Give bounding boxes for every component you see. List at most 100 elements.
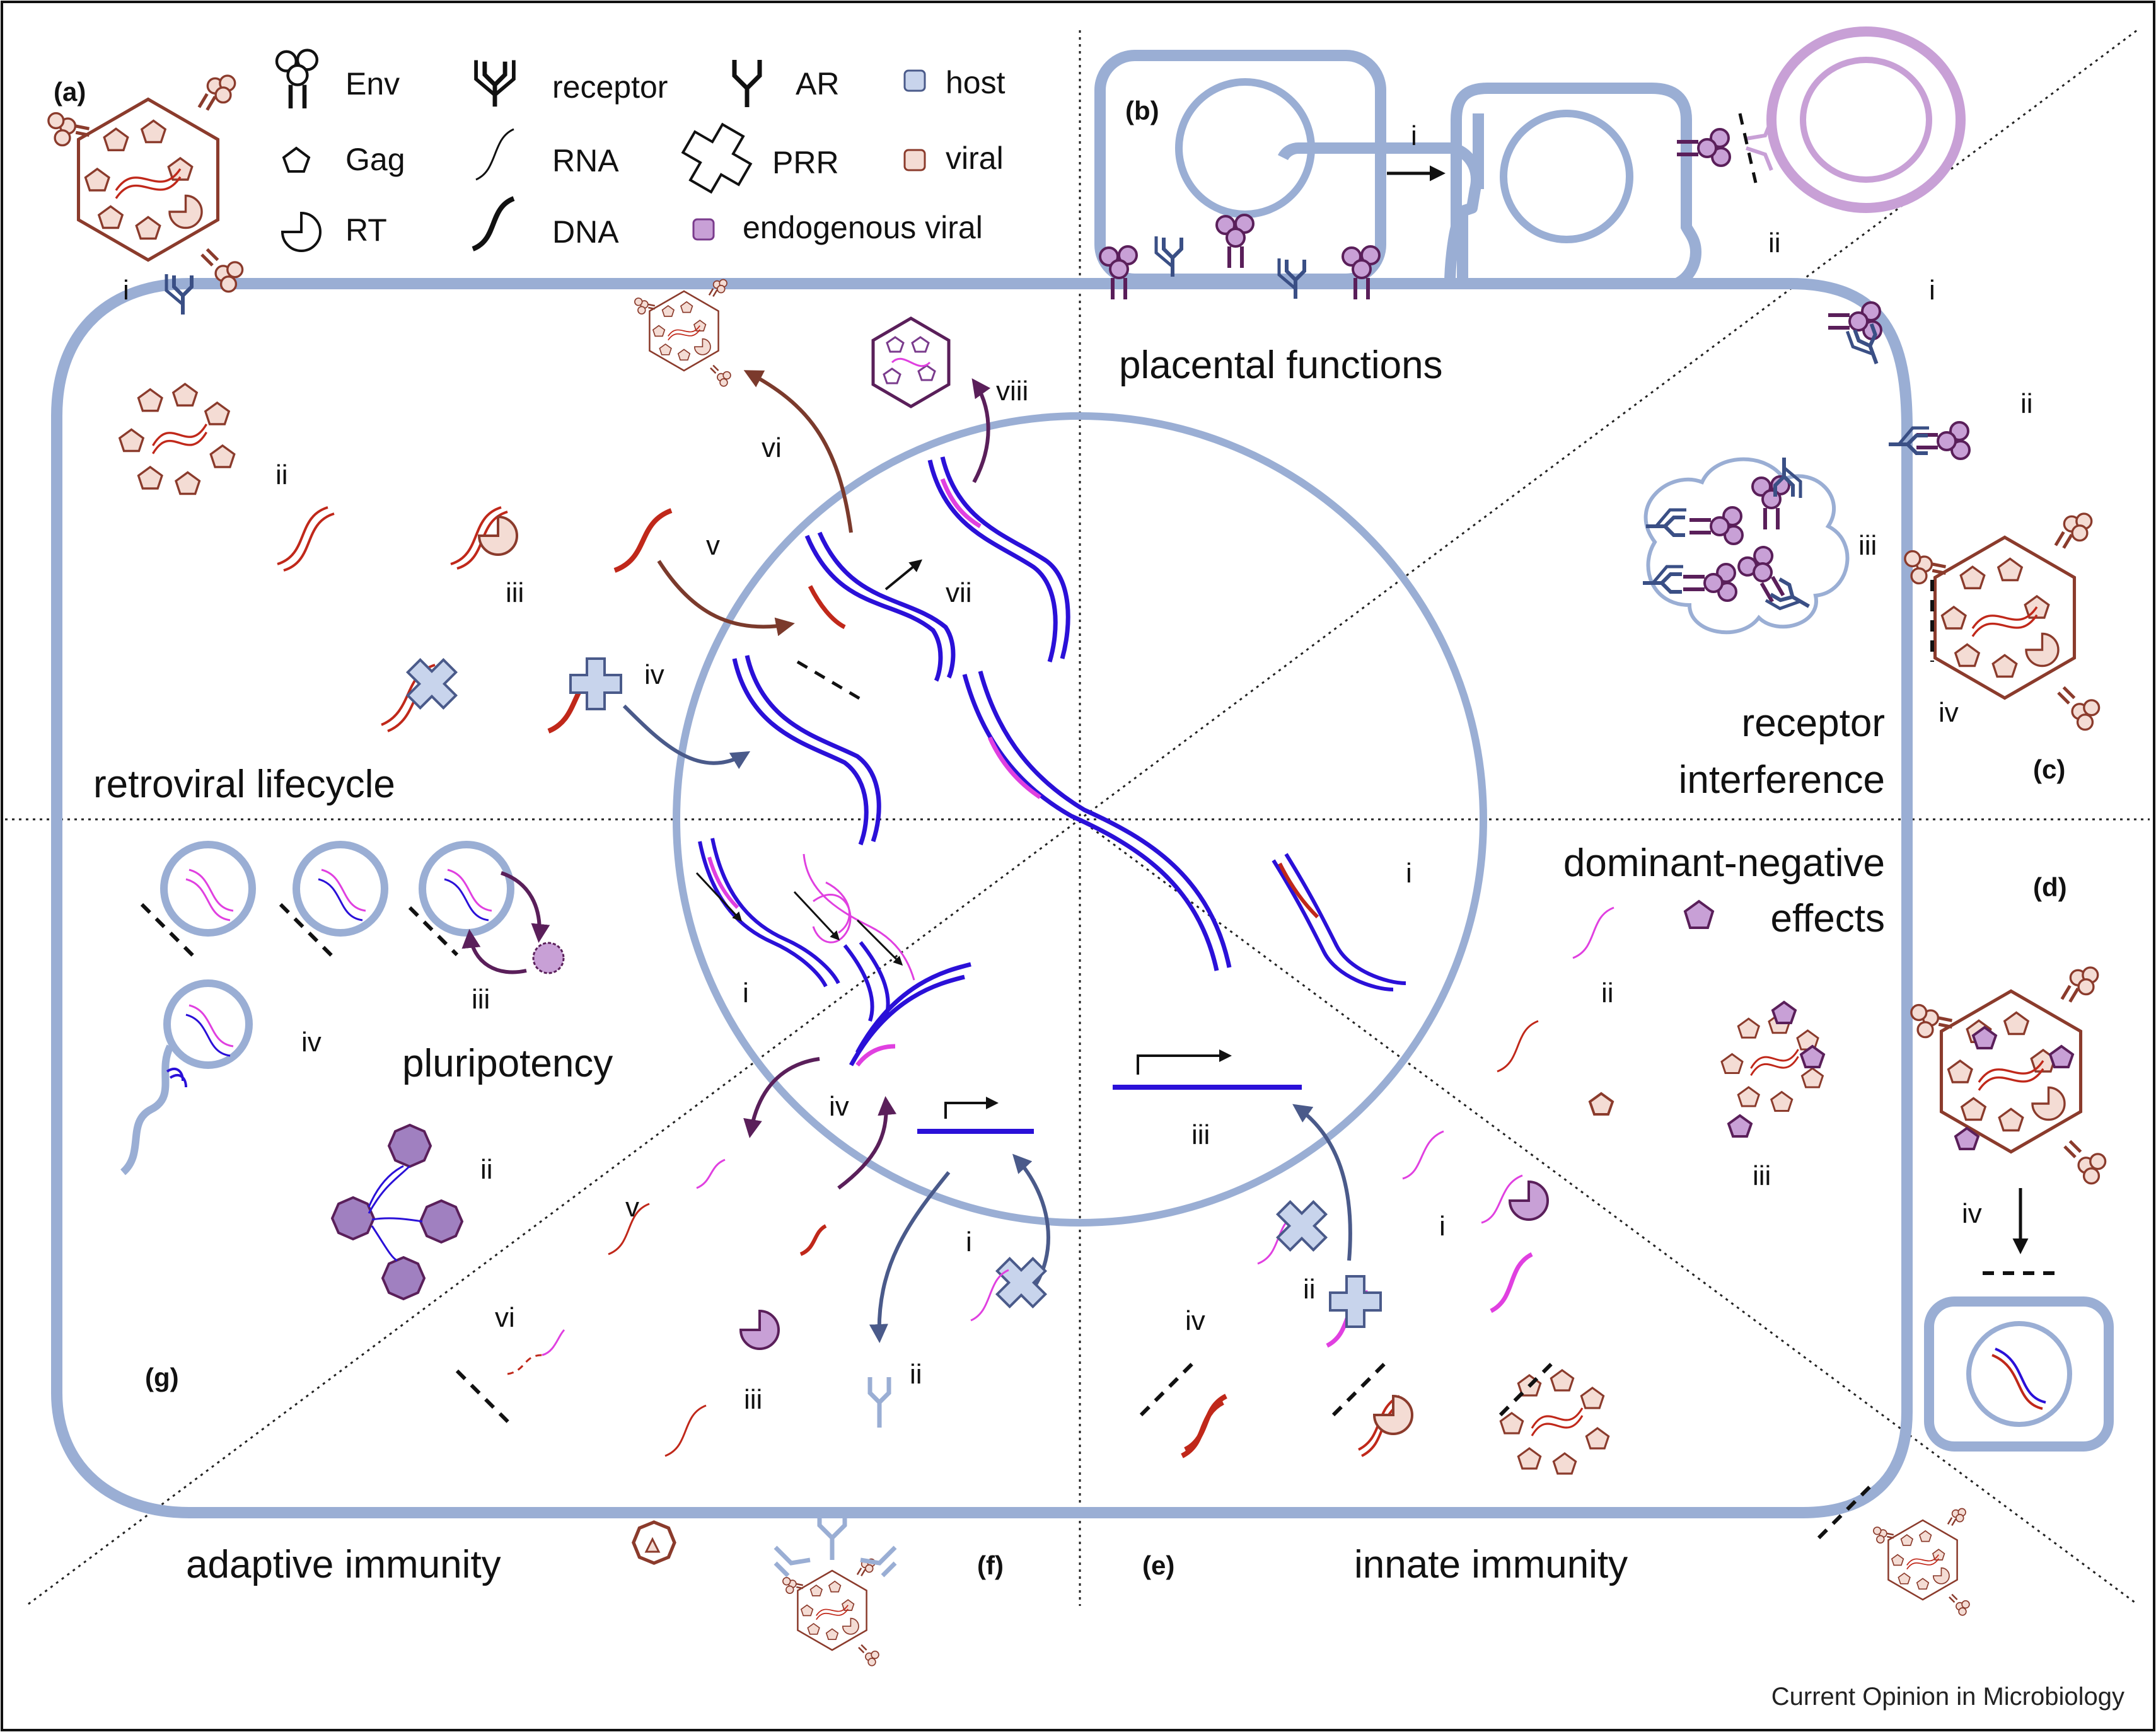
target-cell-endogenous [1766,26,1966,213]
uninfected-cell [1924,1296,2114,1452]
label-g-iv: iv [301,1027,322,1058]
label-f-iv: iv [829,1091,849,1122]
legend-dna: DNA [552,214,619,250]
nucleocapsid-icon [119,383,236,495]
endogenous-expression [698,838,915,1022]
label-f-iii: iii [744,1384,762,1415]
label-e-ii: ii [1303,1274,1316,1305]
endogenous-provirus [927,456,1070,663]
integrated-provirus [804,531,956,682]
label-b-ii: ii [1768,228,1781,258]
env-icon [275,49,319,109]
label-e-iv: iv [1185,1305,1205,1336]
label-a-vii: vii [946,577,972,608]
arrow-nuclear-import [657,560,795,637]
label-c-iv: iv [1939,697,1959,728]
nucleus [673,412,1487,1227]
label-a-iii: iii [506,577,524,608]
title-adaptive: adaptive immunity [186,1543,501,1586]
block-line [455,1369,516,1429]
label-d-iii: iii [1753,1160,1771,1191]
title-effects: effects [1770,897,1885,940]
label-c-iii: iii [1858,530,1877,561]
panel-f: (f) [977,1550,1004,1580]
label-g-v: v [625,1192,639,1223]
antibody-neutralization [774,1510,897,1667]
panel-e: (e) [1142,1550,1174,1580]
label-a-vi: vi [762,432,782,463]
label-f-ii: ii [910,1359,922,1390]
arrow-transcription [884,559,923,591]
label-a-v: v [706,530,720,561]
adaptive-transcription [917,1097,1034,1134]
prr-icon [1329,1275,1382,1328]
endogenous-rna-fragments [507,1158,827,1457]
antibody-icon [732,60,762,107]
host-chromosome [732,655,881,846]
title-receptor: receptor [1742,701,1885,745]
legend-rt: RT [345,212,387,248]
title-placental: placental functions [1119,344,1443,387]
receptor-interference [1643,303,1969,635]
viral-swatch [903,149,926,171]
virion-icon [1872,1508,1971,1617]
label-g-ii: ii [480,1154,493,1185]
arrow-endogenous-import [837,1096,897,1190]
prr-sensing [381,647,622,734]
legend-endogenous-viral: endogenous viral [743,210,983,245]
label-g-i: i [743,978,749,1008]
panel-g: (g) [145,1363,179,1392]
cell-membrane [51,142,1913,1518]
prr-icon [395,647,469,721]
label-a-ii: ii [275,459,288,490]
legend-rna: RNA [552,143,619,178]
protein-complex [330,1123,464,1301]
reverse-transcription [450,506,518,570]
label-e-iii: iii [1191,1119,1210,1150]
label-d-iv: iv [1962,1198,1982,1229]
label-d-i: i [1406,858,1412,889]
footer-credit: Current Opinion in Microbiology [1771,1683,2124,1711]
placental-cell-right [1444,83,1702,289]
arrow-antibody-production [869,1171,951,1343]
virion-icon [1905,514,2099,730]
label-d-ii: ii [1601,978,1614,1008]
rt-icon [281,211,322,252]
label-f-i: i [966,1227,972,1257]
arrow-endogenous-egress [971,378,991,483]
host-swatch [903,69,926,92]
label-a-i: i [123,275,129,306]
prr-icon [681,122,753,194]
placental-envelopes [1100,118,1773,299]
arrow-egress [743,370,853,533]
label-a-viii: viii [996,376,1028,407]
endogenous-virion-icon [873,318,949,407]
arrow-prr-signal [622,704,751,770]
legend-prr: PRR [772,145,839,180]
title-retroviral: retroviral lifecycle [93,763,395,806]
dominant-negative-virion [1911,967,2106,1184]
legend-viral: viral [946,141,1004,176]
arrow-endogenous-export [743,1057,820,1138]
panel-c: (c) [2033,754,2065,784]
label-g-vi: vi [495,1302,515,1333]
block-lines-pluripotency [140,903,459,960]
receptor-icon [474,60,516,107]
label-b-i: i [1411,120,1417,151]
viral-dna [613,508,673,573]
central-chromosome [962,671,1232,971]
innate-transcription [1113,1049,1302,1090]
legend-receptor: receptor [552,69,668,105]
label-c-ii: ii [2020,388,2033,419]
viral-rna [277,506,335,572]
legend-ar: AR [796,66,839,101]
dominant-negative-items [1272,853,1826,1138]
label-g-iii: iii [472,984,490,1015]
innate-sensing [1257,1130,1549,1348]
block-line [796,660,868,705]
panel-b: (b) [1125,96,1159,125]
virion-icon [49,76,243,292]
prr-icon [1265,1189,1339,1263]
